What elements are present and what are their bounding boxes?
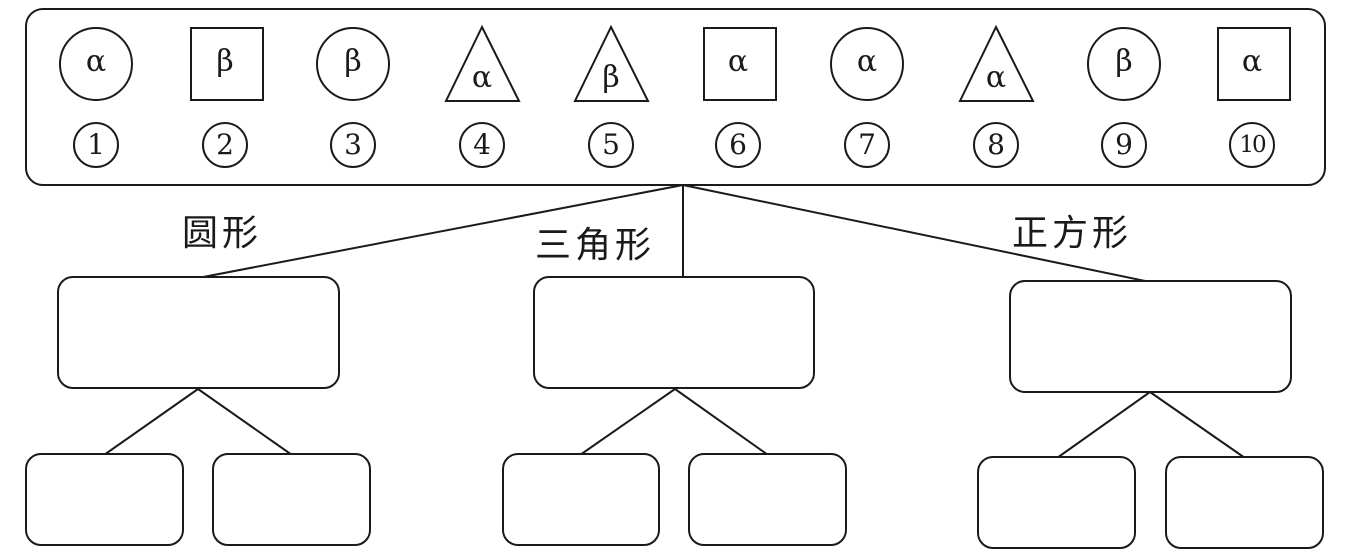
category-label-circle: 圆形 bbox=[182, 213, 263, 254]
answer-box-triangle-right[interactable] bbox=[688, 453, 847, 546]
shape-number: 9 bbox=[1101, 122, 1147, 168]
shape-number: 7 bbox=[844, 122, 890, 168]
shape-item: α 10 bbox=[1214, 24, 1294, 168]
shape-number: 6 bbox=[715, 122, 761, 168]
circle-icon bbox=[1086, 24, 1166, 108]
shape-number: 1 bbox=[73, 122, 119, 168]
answer-box-square-left[interactable] bbox=[977, 456, 1136, 549]
circle-icon bbox=[58, 24, 138, 108]
shape-symbol: β bbox=[602, 60, 620, 95]
shape-number: 4 bbox=[459, 122, 505, 168]
circle-icon bbox=[315, 24, 395, 108]
shape-symbol: α bbox=[85, 44, 107, 79]
connector-square bbox=[682, 184, 1151, 283]
shape-symbol: α bbox=[471, 60, 493, 95]
answer-box-circle-right[interactable] bbox=[212, 453, 371, 546]
shape-number: 8 bbox=[973, 122, 1019, 168]
connector-circle bbox=[197, 184, 684, 279]
branch-square-left bbox=[1056, 391, 1151, 459]
branch-circle-right bbox=[197, 388, 293, 456]
shape-symbol: α bbox=[856, 44, 878, 79]
answer-box-square[interactable] bbox=[1009, 280, 1292, 393]
branch-square-right bbox=[1149, 391, 1246, 459]
triangle-icon bbox=[958, 24, 1038, 108]
shape-number: 2 bbox=[202, 122, 248, 168]
shape-symbol: β bbox=[1115, 44, 1133, 79]
square-icon bbox=[1214, 24, 1294, 108]
triangle-icon bbox=[444, 24, 524, 108]
branch-circle-left bbox=[103, 388, 199, 456]
shape-number: 3 bbox=[330, 122, 376, 168]
shape-symbol: α bbox=[727, 44, 749, 79]
branch-triangle-left bbox=[579, 388, 676, 456]
category-label-square: 正方形 bbox=[1012, 213, 1133, 254]
shape-symbol: β bbox=[344, 44, 362, 79]
answer-box-circle[interactable] bbox=[57, 276, 340, 389]
square-icon bbox=[187, 24, 267, 108]
shape-symbol: β bbox=[216, 44, 234, 79]
category-label-triangle: 三角形 bbox=[535, 225, 656, 266]
answer-box-circle-left[interactable] bbox=[25, 453, 184, 546]
branch-triangle-right bbox=[674, 388, 769, 456]
answer-box-square-right[interactable] bbox=[1165, 456, 1324, 549]
shape-number: 5 bbox=[588, 122, 634, 168]
shape-symbol: α bbox=[985, 60, 1007, 95]
answer-box-triangle[interactable] bbox=[533, 276, 815, 389]
circle-icon bbox=[829, 24, 909, 108]
triangle-icon bbox=[573, 24, 653, 108]
answer-box-triangle-left[interactable] bbox=[502, 453, 660, 546]
shape-symbol: α bbox=[1241, 44, 1263, 79]
shape-number: 10 bbox=[1229, 122, 1275, 168]
square-icon bbox=[700, 24, 780, 108]
